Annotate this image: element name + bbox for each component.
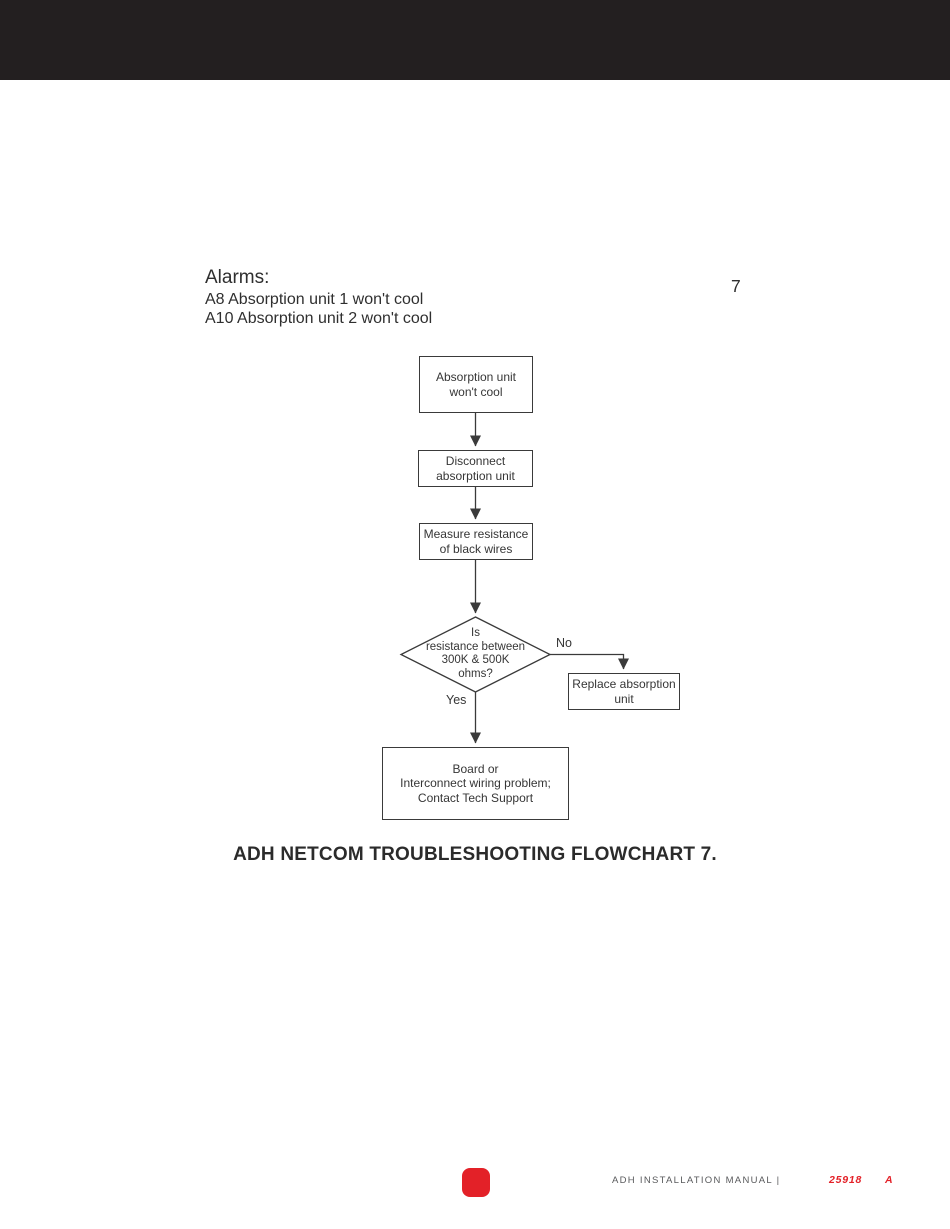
- flow-node-decision: Is resistance between 300K & 500K ohms?: [425, 627, 526, 680]
- alarms-heading: Alarms:: [205, 267, 270, 288]
- edge-label-no: No: [556, 636, 572, 650]
- flow-node-start: Absorption unit won't cool: [419, 356, 533, 413]
- footer-doc-number: 25918: [829, 1174, 863, 1186]
- edge-label-yes: Yes: [446, 693, 467, 707]
- flow-node-board: Board or Interconnect wiring problem; Co…: [382, 747, 569, 820]
- alarm-item: A10 Absorption unit 2 won't cool: [205, 310, 433, 327]
- edge-decision-replace: [550, 653, 629, 670]
- alarm-item: A8 Absorption unit 1 won't cool: [205, 291, 424, 308]
- flow-node-replace: Replace absorption unit: [568, 673, 680, 710]
- header-bar: [0, 0, 950, 80]
- flowchart-caption: ADH NETCOM TROUBLESHOOTING FLOWCHART 7.: [233, 844, 717, 865]
- decision-diamond: [399, 616, 552, 693]
- footer-manual-label: ADH INSTALLATION MANUAL |: [612, 1175, 781, 1186]
- footer-revision: A: [885, 1174, 893, 1186]
- flow-node-disconnect: Disconnect absorption unit: [418, 450, 533, 487]
- page-number: 7: [731, 276, 741, 296]
- brand-mark-icon: [462, 1168, 490, 1197]
- alarms-block: Alarms: A8 Absorption unit 1 won't cool …: [205, 266, 432, 328]
- flow-node-measure: Measure resistance of black wires: [419, 523, 533, 560]
